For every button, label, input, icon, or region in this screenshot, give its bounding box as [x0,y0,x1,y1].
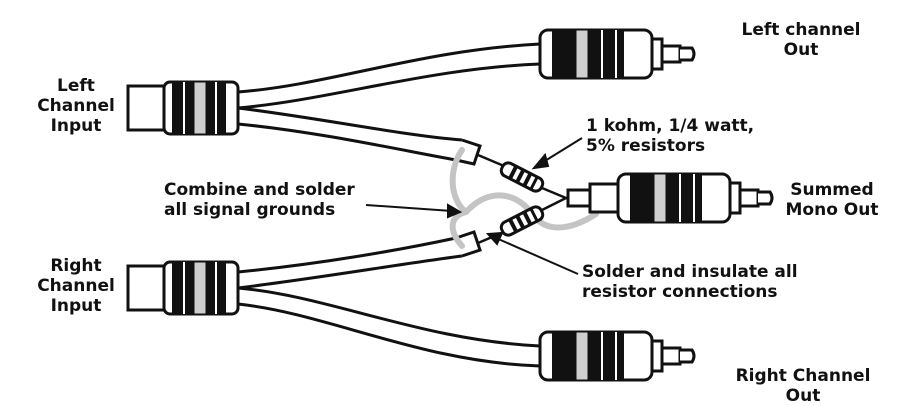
label-line: Left [57,76,95,96]
grounds-note: Combine and solder all signal grounds [164,180,355,220]
left-channel-out-label: Left channel Out [716,20,886,60]
label-line: Right Channel [735,366,871,386]
label-line: Channel [37,96,115,116]
label-line: Out [785,386,821,406]
label-line: Channel [37,276,115,296]
label-line: 5% resistors [586,136,706,156]
insulate-note: Solder and insulate all resistor connect… [582,262,798,302]
label-line: Input [50,296,102,316]
left-input-cable [237,42,541,166]
right-channel-out-label: Right Channel Out [708,366,898,406]
label-line: Combine and solder [164,180,355,200]
resistors-note: 1 kohm, 1/4 watt, 5% resistors [586,116,754,156]
right-out-plug [538,330,696,382]
label-line: resistor connections [582,282,778,302]
mono-out-plug [616,172,774,224]
label-line: Right [50,256,102,276]
label-line: 1 kohm, 1/4 watt, [586,116,755,136]
label-line: Solder and insulate all [582,262,798,282]
label-line: Mono Out [785,200,879,220]
label-line: Left channel [741,20,861,40]
left-input-jack [126,80,240,136]
label-line: Input [50,116,102,136]
summed-mono-out-label: Summed Mono Out [772,180,892,220]
left-out-plug [538,28,696,80]
label-line: all signal grounds [164,200,336,220]
label-line: Out [783,40,819,60]
lower-resistor [497,203,547,239]
right-input-jack [126,260,240,316]
label-line: Summed [790,180,874,200]
right-channel-input-label: Right Channel Input [26,256,126,316]
annotation-arrows [365,137,583,275]
left-channel-input-label: Left Channel Input [26,76,126,136]
right-input-cable [237,230,541,368]
